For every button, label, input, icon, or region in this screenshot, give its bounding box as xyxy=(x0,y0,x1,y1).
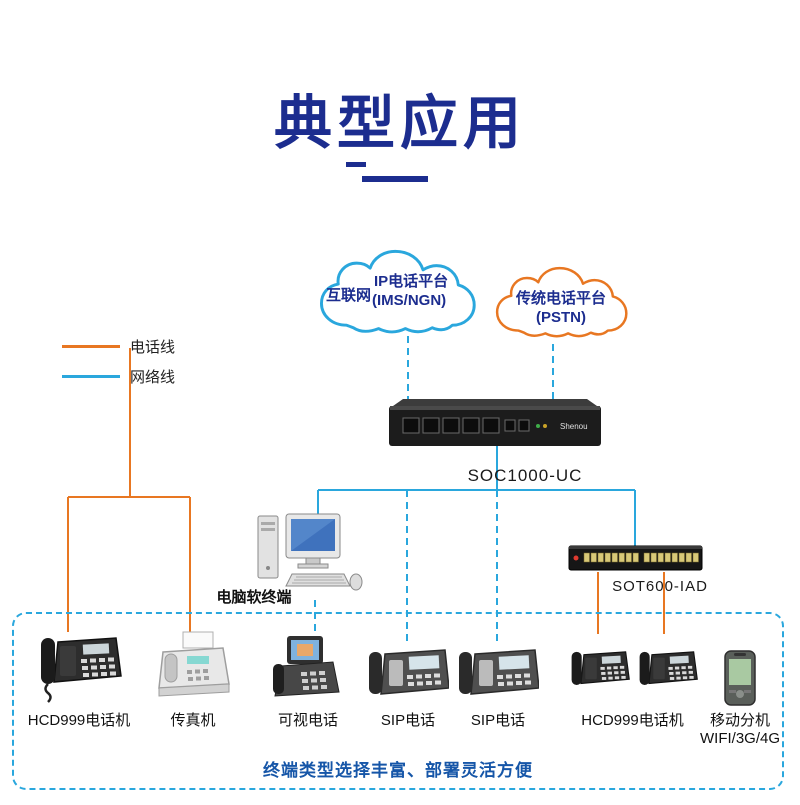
mobile-phone-icon xyxy=(700,622,780,706)
softclient-computer xyxy=(248,508,368,598)
iad-device xyxy=(568,543,703,573)
pstn-cloud: 传统电话平台 (PSTN) xyxy=(490,262,632,350)
gateway-brand-text: Shenou xyxy=(560,422,588,431)
internet-cloud: 互联网 IP电话平台 (IMS/NGN) xyxy=(312,248,482,342)
phone-line-swatch xyxy=(62,344,120,348)
legend: 电话线 网络线 xyxy=(62,331,175,391)
internet-cloud-label: 互联网 xyxy=(326,287,372,304)
terminal-label: SIP电话 xyxy=(470,712,526,729)
terminal-sip-phone-1: SIP电话 xyxy=(364,622,452,730)
title-divider-large xyxy=(362,176,428,182)
pstn-sub-label: (PSTN) xyxy=(536,309,586,326)
computer-icon xyxy=(257,513,363,591)
terminal-group-box xyxy=(12,612,784,790)
analog-phone-icon xyxy=(24,622,134,706)
legend-item-phone-line: 电话线 xyxy=(62,331,175,361)
legend-label-network-line: 网络线 xyxy=(130,368,176,386)
terminal-label: SIP电话 xyxy=(380,712,436,729)
rack-unit-icon: Shenou xyxy=(389,399,601,446)
sip-phone-icon xyxy=(364,622,452,706)
page-title: 典型应用 xyxy=(273,91,526,156)
terminal-label: HCD999电话机 xyxy=(27,712,131,729)
terminal-label: HCD999电话机 xyxy=(581,712,684,729)
network-lines-dashed xyxy=(314,336,554,642)
terminal-label: 移动分机 xyxy=(709,712,770,729)
terminal-mobile: 移动分机 WIFI/3G/4G xyxy=(700,622,780,747)
terminal-sublabel: WIFI/3G/4G xyxy=(700,730,781,747)
pstn-platform-label: 传统电话平台 xyxy=(515,290,606,307)
fax-machine-icon xyxy=(148,622,238,706)
cloud-shape-icon xyxy=(495,266,628,338)
network-line-swatch xyxy=(62,374,120,378)
legend-item-network-line: 网络线 xyxy=(62,361,175,391)
network-lines xyxy=(317,446,636,547)
gateway-label: SOC1000-UC xyxy=(467,466,583,485)
gateway-device: Shenou xyxy=(385,396,605,454)
sip-phone-icon xyxy=(454,622,542,706)
title-divider-small xyxy=(346,162,366,167)
ip-platform-label: IP电话平台 xyxy=(374,273,449,290)
iad-rack-icon xyxy=(568,545,703,571)
terminal-box-caption: 终端类型选择丰富、部署灵活方便 xyxy=(263,761,533,780)
softclient-label: 电脑软终端 xyxy=(216,589,292,606)
phone-lines xyxy=(67,348,665,634)
ims-ngn-label: (IMS/NGN) xyxy=(372,292,447,309)
terminal-label: 可视电话 xyxy=(277,712,338,729)
analog-phone-icon xyxy=(636,643,698,706)
cloud-shape-icon xyxy=(319,249,476,334)
terminal-fax: 传真机 xyxy=(148,622,238,730)
analog-phone-icon xyxy=(568,643,630,706)
terminal-label: 传真机 xyxy=(170,712,216,729)
terminal-sip-phone-2: SIP电话 xyxy=(454,622,542,730)
terminal-hcd999-phone-1: HCD999电话机 xyxy=(24,622,134,730)
terminal-video-phone: 可视电话 xyxy=(264,622,352,730)
video-phone-icon xyxy=(264,622,352,706)
iad-label: SOT600-IAD xyxy=(612,578,708,595)
terminal-hcd999-phone-pair: HCD999电话机 xyxy=(565,622,700,730)
legend-label-phone-line: 电话线 xyxy=(130,338,176,356)
